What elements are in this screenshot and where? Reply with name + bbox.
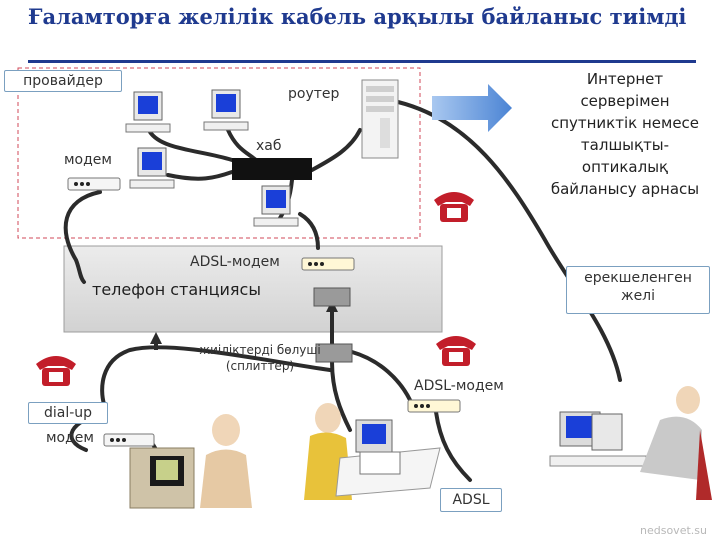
modem-icon xyxy=(407,399,461,413)
adsl-label: ADSL xyxy=(440,488,502,512)
title-underline xyxy=(28,60,696,63)
watermark: nedsovet.su xyxy=(640,524,707,537)
user-icon xyxy=(549,386,712,500)
modem-icon xyxy=(103,433,155,447)
computer-icon xyxy=(203,89,249,131)
provider-region xyxy=(17,67,421,239)
internet-server-text: Интернет серверімен спутниктік немесе та… xyxy=(550,70,700,198)
server-icon xyxy=(361,79,399,159)
hub-icon xyxy=(232,158,312,180)
computer-icon xyxy=(125,91,171,133)
modem-label: модем xyxy=(64,152,112,168)
station-box xyxy=(63,245,443,333)
splitter-icon xyxy=(315,343,353,363)
client-adsl-modem-label: ADSL-модем xyxy=(414,378,504,394)
dialup-label: dial-up xyxy=(28,402,108,424)
dedicated-line-label: ерекшеленген желі xyxy=(566,266,710,314)
computer-icon xyxy=(253,185,299,227)
telephone-icon xyxy=(434,192,474,222)
modem-icon xyxy=(301,257,355,271)
splitter-icon xyxy=(313,287,351,307)
router-label: роутер xyxy=(288,86,340,102)
splitter-label: жиіліктерді бөлуші (сплиттер) xyxy=(199,343,321,373)
phone-station-label: телефон станциясы xyxy=(92,280,261,299)
arrow-icon xyxy=(432,84,512,132)
station-adsl-modem-label: ADSL-модем xyxy=(190,254,280,270)
telephone-icon xyxy=(436,336,476,366)
hub-label: хаб xyxy=(256,138,282,154)
computer-icon xyxy=(129,147,175,189)
user-icon xyxy=(129,414,252,509)
telephone-icon xyxy=(36,356,76,386)
page-title: Ғаламторға желілік кабель арқылы байланы… xyxy=(28,4,687,29)
dialup-modem-label: модем xyxy=(46,430,94,446)
provider-label: провайдер xyxy=(4,70,122,92)
modem-icon xyxy=(67,177,121,191)
user-icon xyxy=(304,403,441,500)
